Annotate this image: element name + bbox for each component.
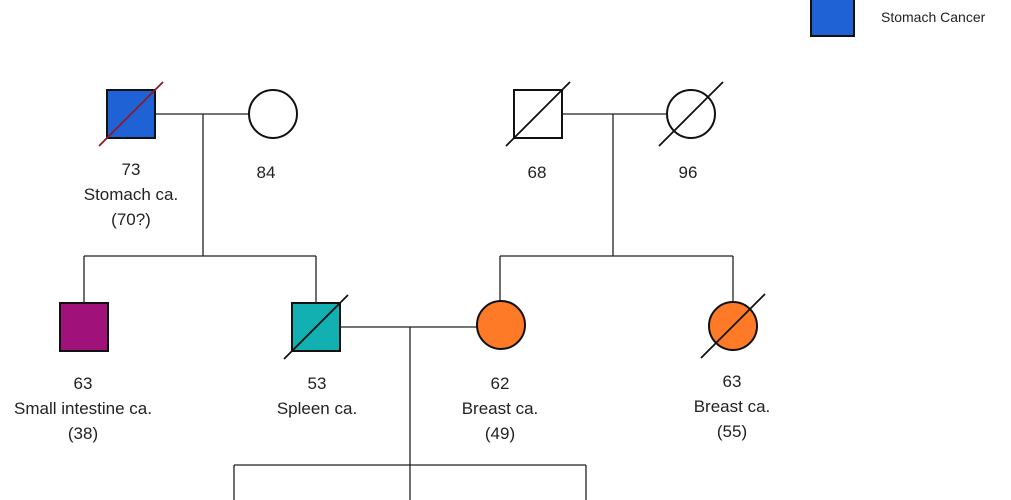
individual-label-line: 62 [491,374,510,393]
deceased-slash [98,81,164,147]
individual-label-line: Breast ca. [462,399,539,418]
individual-label-line: 73 [122,160,141,179]
individual-label-line: (70?) [111,210,151,229]
individual-label-line: 84 [257,163,276,182]
male-square [59,302,109,352]
female-circle [476,300,526,350]
individual-label-line: Breast ca. [694,397,771,416]
deceased-slash [283,294,349,360]
individual-label-line: 68 [528,163,547,182]
deceased-slash [700,293,766,359]
individual-label-line: 63 [74,374,93,393]
legend-swatch-stomach-cancer [810,0,855,37]
individual-gm-paternal: 84 [248,89,298,182]
individual-label-line: 53 [308,374,327,393]
female-circle [248,89,298,139]
individual-gm-maternal: 96 [658,81,724,182]
individual-label-line: (49) [485,424,515,443]
relationship-lines [83,113,734,500]
individual-label-line: 96 [679,163,698,182]
legend-label-stomach-cancer: Stomach Cancer [881,9,986,25]
deceased-slash [505,81,571,147]
deceased-slash [658,81,724,147]
individual-label-line: (38) [68,424,98,443]
individual-label-line: (55) [717,422,747,441]
individual-gf-maternal: 68 [505,81,571,182]
individual-label-line: 63 [723,372,742,391]
legend: Stomach Cancer [810,0,986,37]
individual-label-line: Stomach ca. [84,185,179,204]
individual-label-line: Small intestine ca. [14,399,152,418]
individual-label-line: Spleen ca. [277,399,357,418]
